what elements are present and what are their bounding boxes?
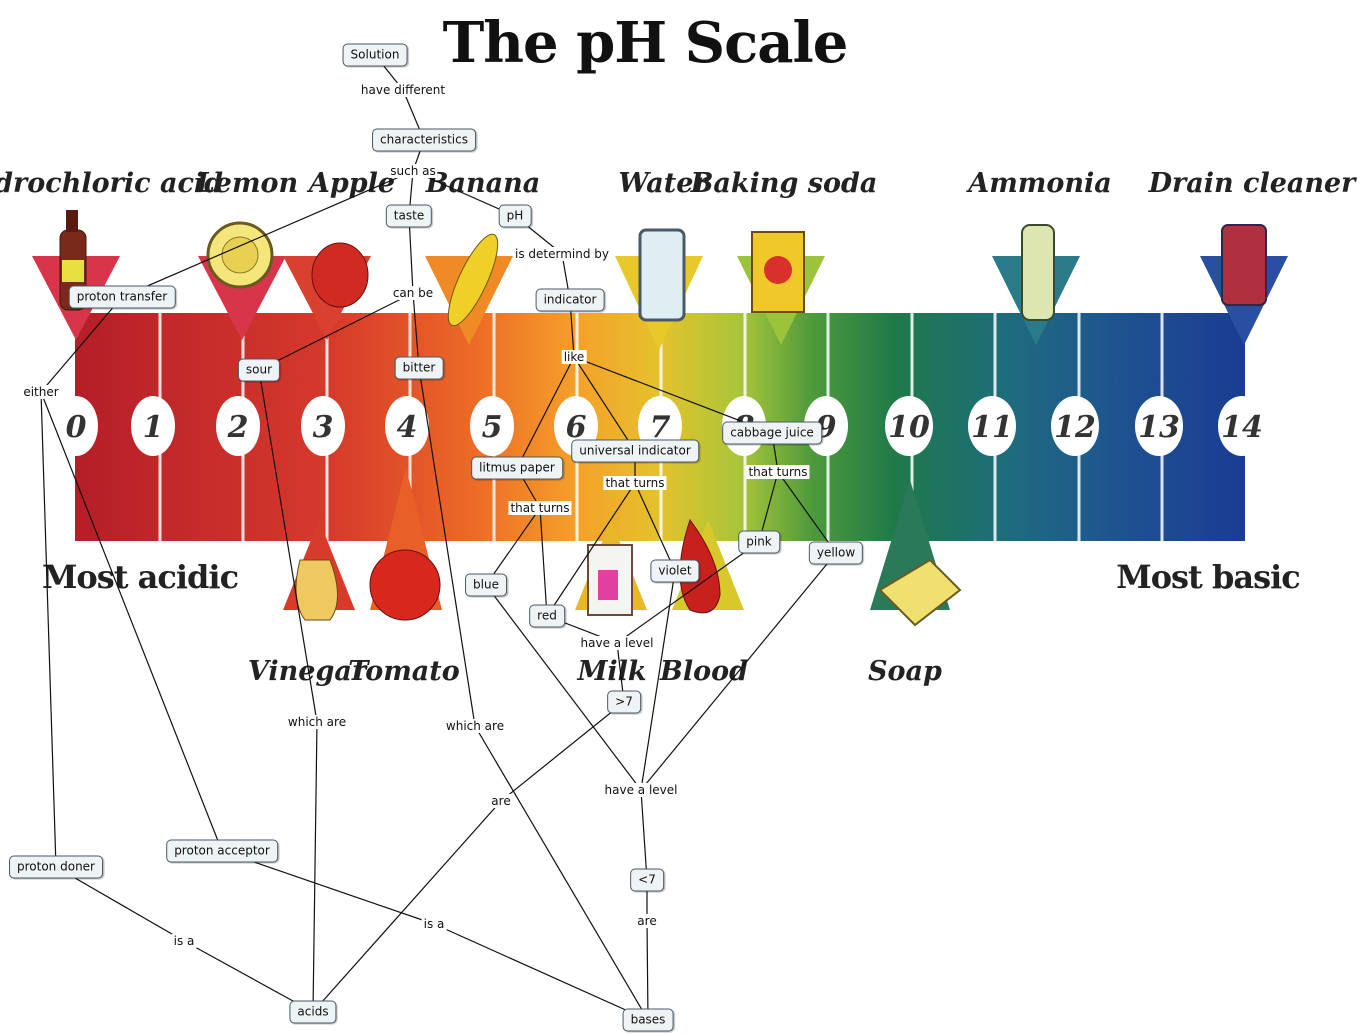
ph-number: 5 xyxy=(482,410,503,445)
link-that-turns-litmus: that turns xyxy=(508,501,572,515)
top-item-labels: Hydrochloric acid Lemon Apple Banana Wat… xyxy=(0,168,1357,199)
link-are-bases: are xyxy=(635,914,659,928)
link-is-determind-by: is determind by xyxy=(513,247,611,261)
ph-number-markers xyxy=(54,396,1266,456)
ph-number: 3 xyxy=(313,410,334,445)
ph-number: 1 xyxy=(143,410,164,445)
link-have-a-level-lower: have a level xyxy=(602,783,680,797)
concept-pink[interactable]: pink xyxy=(738,530,780,554)
ph-number: 11 xyxy=(971,410,1013,445)
page-title: The pH Scale xyxy=(443,10,848,76)
item-label: Baking soda xyxy=(690,168,878,199)
item-label: Soap xyxy=(868,656,942,687)
link-is-a-doner: is a xyxy=(171,934,197,948)
item-pictures xyxy=(59,210,1267,627)
link-that-turns-cabbage: that turns xyxy=(746,465,810,479)
ph-number: 12 xyxy=(1054,410,1096,445)
item-label: Hydrochloric acid xyxy=(0,168,223,199)
concept-greater-than-7[interactable]: >7 xyxy=(607,690,641,714)
concept-red[interactable]: red xyxy=(529,604,565,628)
bottom-item-labels: Vinegar Tomato Milk Blood Soap xyxy=(248,656,942,687)
concept-cabbage-juice[interactable]: cabbage juice xyxy=(722,421,822,445)
item-label: Vinegar xyxy=(248,656,368,687)
link-which-are-sour: which are xyxy=(285,715,349,729)
item-label: Tomato xyxy=(348,656,460,687)
concept-universal-indicator[interactable]: universal indicator xyxy=(571,439,699,463)
ph-number: 7 xyxy=(650,410,671,445)
concept-indicator[interactable]: indicator xyxy=(535,288,605,312)
concept-proton-transfer[interactable]: proton transfer xyxy=(68,285,176,309)
ph-number: 14 xyxy=(1221,410,1263,445)
link-can-be: can be xyxy=(390,286,436,300)
link-which-are-bitter: which are xyxy=(443,719,507,733)
most-acidic-label: Most acidic xyxy=(42,558,239,596)
concept-bitter[interactable]: bitter xyxy=(394,356,444,380)
link-have-a-level-upper: have a level xyxy=(578,636,656,650)
ph-number: 4 xyxy=(397,410,418,445)
item-label: Milk xyxy=(576,656,646,687)
link-either: either xyxy=(21,385,61,399)
item-label: Ammonia xyxy=(965,168,1111,199)
ph-number: 13 xyxy=(1138,410,1180,445)
concept-litmus-paper[interactable]: litmus paper xyxy=(471,456,563,480)
link-are-acids: are xyxy=(489,794,513,808)
ph-number: 2 xyxy=(227,410,249,445)
concept-proton-doner[interactable]: proton doner xyxy=(9,855,103,879)
link-such-as: such as xyxy=(388,164,438,178)
concept-ph[interactable]: pH xyxy=(498,204,532,228)
link-that-turns-universal: that turns xyxy=(603,476,667,490)
item-label: Banana xyxy=(425,168,541,199)
concept-yellow[interactable]: yellow xyxy=(808,541,864,565)
concept-taste[interactable]: taste xyxy=(385,204,433,228)
link-like: like xyxy=(561,350,587,364)
link-is-a-acceptor: is a xyxy=(421,917,447,931)
link-have-different: have different xyxy=(358,83,448,97)
concept-blue[interactable]: blue xyxy=(465,573,507,597)
concept-sour[interactable]: sour xyxy=(237,358,281,382)
concept-proton-acceptor[interactable]: proton acceptor xyxy=(166,839,278,863)
concept-acids[interactable]: acids xyxy=(289,1000,337,1024)
ph-number: 6 xyxy=(566,410,587,445)
most-basic-label: Most basic xyxy=(1116,558,1300,596)
ph-number: 10 xyxy=(888,410,930,445)
concept-solution[interactable]: Solution xyxy=(342,43,408,67)
item-label: Lemon xyxy=(195,168,298,199)
ph-number: 0 xyxy=(66,410,87,445)
item-label: Blood xyxy=(659,656,748,687)
concept-bases[interactable]: bases xyxy=(622,1008,674,1032)
item-label: Drain cleaner xyxy=(1148,168,1358,199)
concept-less-than-7[interactable]: <7 xyxy=(630,868,664,892)
item-label: Apple xyxy=(306,168,395,199)
concept-characteristics[interactable]: characteristics xyxy=(372,128,476,152)
item-label: Water xyxy=(618,168,709,199)
concept-violet[interactable]: violet xyxy=(650,559,700,583)
